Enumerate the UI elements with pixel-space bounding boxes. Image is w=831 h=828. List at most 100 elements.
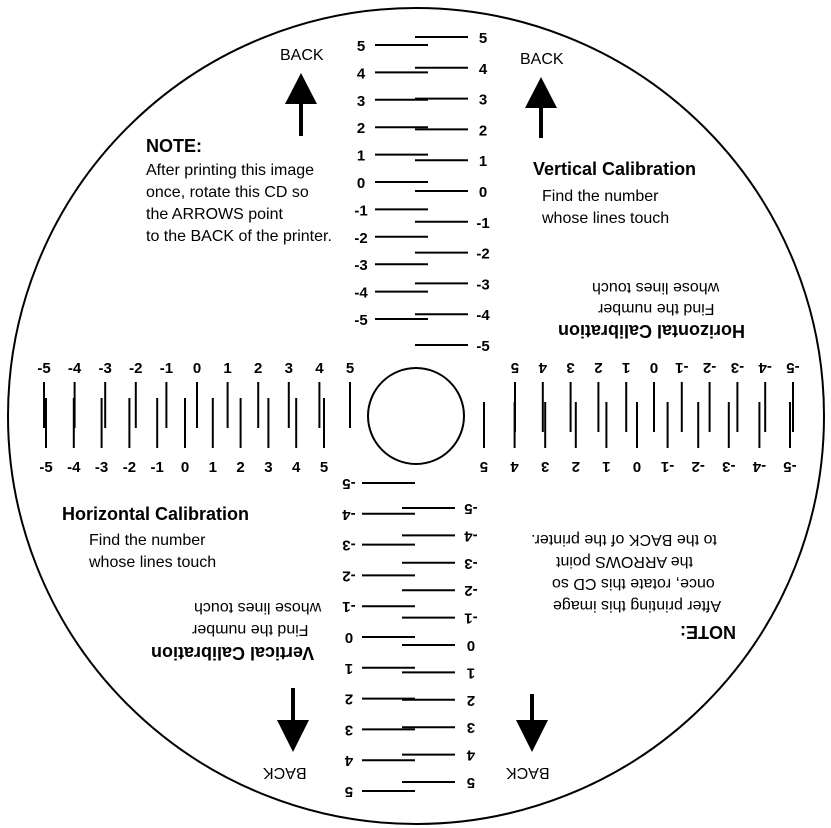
upper-scale-left-label: 2	[357, 120, 365, 137]
horizontal-whose-text-flipped: whose lines touch	[592, 279, 720, 296]
upper-scale-right-label: -4	[476, 307, 490, 324]
lower-scale-right-label: -3	[464, 555, 477, 572]
vertical-find-text-flipped: Find the number	[192, 621, 309, 638]
upper-scale-left-label: -1	[354, 202, 367, 219]
right-scale-bottom-label: -4	[752, 458, 766, 475]
right-scale-bottom-label: 0	[633, 458, 641, 475]
right-scale-bottom-label: 1	[602, 458, 610, 475]
left-scale-bottom-label: -1	[151, 459, 164, 476]
lower-scale-right-label: 2	[467, 692, 475, 709]
vertical-find-text: Find the number	[542, 188, 659, 205]
vertical-calibration-title-flipped: Vertical Calibration	[151, 643, 315, 663]
left-scale-top-label: -1	[160, 360, 173, 377]
left-scale-top-label: 1	[223, 360, 231, 377]
lower-scale-right-label: 3	[467, 719, 475, 736]
back-arrow-down-right	[516, 694, 548, 752]
left-scale-top-label: -2	[129, 360, 142, 377]
lower-scale-right-label: 4	[466, 747, 475, 764]
back-label-top-right: BACK	[520, 51, 564, 68]
upper-scale-right-label: -2	[476, 246, 489, 263]
lower-scale-left-label: -1	[342, 598, 355, 615]
upper-scale-right-label: 2	[479, 122, 487, 139]
upper-scale-left-label: -5	[354, 312, 367, 329]
right-scale-bottom-label: -3	[722, 458, 735, 475]
upper-scale-left-label: 0	[357, 175, 365, 192]
back-arrow-up-right	[525, 77, 557, 138]
right-scale-top-label: -4	[758, 359, 772, 376]
lower-scale-right-label: -4	[464, 527, 478, 544]
right-scale-bottom-label: -2	[692, 458, 705, 475]
vertical-whose-text: whose lines touch	[542, 210, 670, 227]
lower-scale-left-label: 0	[345, 629, 353, 646]
note-heading: NOTE:	[146, 136, 202, 156]
upper-scale-right-label: 4	[479, 61, 488, 78]
upper-scale-left-label: -4	[354, 285, 368, 302]
lower-scale-right-label: 5	[467, 774, 475, 791]
lower-scale-right-label: 1	[467, 664, 475, 681]
back-arrow-down-left	[277, 688, 309, 752]
center-hole	[367, 367, 465, 465]
upper-scale-right-label: -3	[476, 276, 489, 293]
upper-scale-left-label: 4	[357, 65, 366, 82]
right-scale-top-label: -5	[786, 359, 799, 376]
left-scale-bottom-label: -3	[95, 459, 108, 476]
right-scale-top-label: 4	[538, 359, 547, 376]
left-scale-bottom-label: -2	[123, 459, 136, 476]
left-scale-bottom-label: -4	[67, 459, 81, 476]
right-scale-top-label: -3	[731, 359, 744, 376]
right-scale-top-label: 3	[566, 359, 574, 376]
upper-scale-right-label: 3	[479, 92, 487, 109]
note-line-2: once, rotate this CD so	[146, 184, 309, 201]
left-scale-top-label: -3	[99, 360, 112, 377]
lower-scale-left-label: 4	[344, 752, 353, 769]
note-heading-flipped: NOTE:	[680, 622, 736, 642]
right-scale-bottom-label: 4	[510, 458, 519, 475]
left-scale-bottom-label: 1	[209, 459, 217, 476]
left-scale-top-label: 4	[315, 360, 324, 377]
upper-scale-right-label: 1	[479, 153, 487, 170]
right-scale-bottom-label: -5	[783, 458, 796, 475]
horizontal-find-text: Find the number	[89, 532, 206, 549]
right-scale-top-label: 2	[594, 359, 602, 376]
lower-scale-left-label: 3	[345, 721, 353, 738]
back-label-bottom-left: BACK	[263, 764, 307, 781]
left-scale-top-label: -4	[68, 360, 82, 377]
left-scale-top-label: 3	[285, 360, 293, 377]
back-label-top-left: BACK	[280, 47, 324, 64]
lower-scale-left-label: 1	[345, 660, 353, 677]
note-line-1: After printing this image	[146, 162, 315, 179]
lower-scale-left-label: 5	[345, 783, 353, 800]
note-line-3-flipped: the ARROWS point	[556, 553, 693, 570]
upper-scale-left-label: 1	[357, 148, 365, 165]
left-scale-bottom-label: 3	[264, 459, 272, 476]
note-line-1-flipped: After printing this image	[553, 597, 722, 614]
left-scale-bottom-label: 4	[292, 459, 301, 476]
right-scale-bottom-label: 5	[480, 458, 488, 475]
horizontal-calibration-title-flipped: Horizontal Calibration	[558, 321, 746, 341]
upper-scale-left-label: -2	[354, 230, 367, 247]
upper-scale-left-label: 3	[357, 93, 365, 110]
upper-scale-left-label: -3	[354, 257, 367, 274]
lower-scale-left-label: -2	[342, 567, 355, 584]
left-scale-bottom-label: 0	[181, 459, 189, 476]
horizontal-find-text-flipped: Find the number	[598, 300, 715, 317]
left-scale-bottom-label: -5	[39, 459, 52, 476]
right-scale-bottom-label: 2	[572, 458, 580, 475]
upper-scale-left-label: 5	[357, 38, 365, 55]
calibration-scales: 5 5 4 4 3 3 2 2 1 1 0 0 -1 -1 -2 -2 -3 -3 -4 -4 -5 -5 -5 -5 -4 -4…	[37, 30, 799, 800]
vertical-calibration-title: Vertical Calibration	[533, 159, 697, 179]
left-scale-bottom-label: 5	[320, 459, 328, 476]
lower-scale-right-label: 0	[467, 637, 475, 654]
right-scale-top-label: 1	[622, 359, 630, 376]
left-scale-top-label: 0	[193, 360, 201, 377]
lower-scale-left-label: -5	[342, 475, 355, 492]
horizontal-calibration-title: Horizontal Calibration	[62, 504, 250, 524]
right-scale-bottom-label: -1	[661, 458, 674, 475]
left-scale-bottom-label: 2	[236, 459, 244, 476]
lower-scale-right-label: -5	[464, 500, 477, 517]
right-scale-bottom-label: 3	[541, 458, 549, 475]
left-scale-top-label: -5	[37, 360, 50, 377]
right-scale-top-label: -2	[703, 359, 716, 376]
upper-scale-right-label: 0	[479, 184, 487, 201]
